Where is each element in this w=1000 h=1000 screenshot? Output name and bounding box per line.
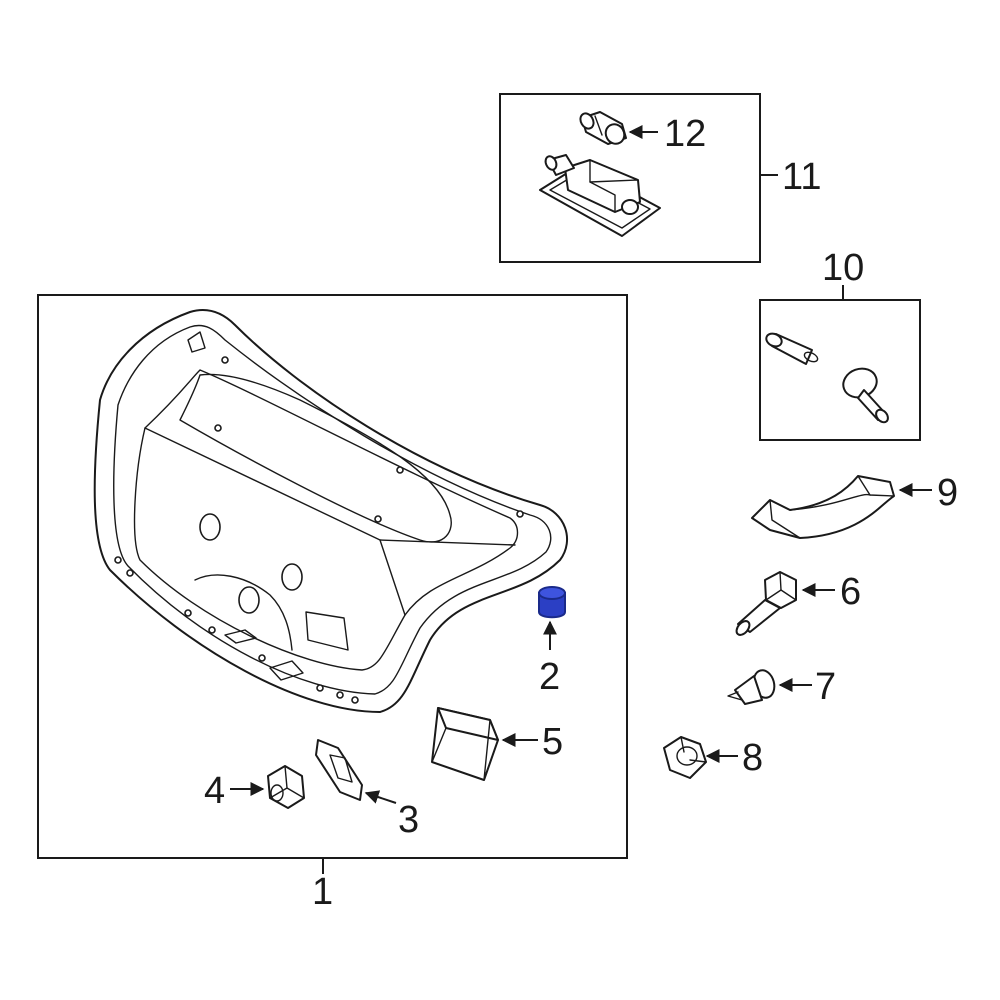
- stopper-icon[interactable]: [431, 707, 499, 781]
- callout-5: 5: [542, 721, 563, 763]
- trunk-lid-hole: [281, 563, 303, 591]
- callout-3: 3: [398, 799, 419, 841]
- pin-icon[interactable]: [764, 331, 819, 365]
- clip-icon[interactable]: [727, 668, 777, 705]
- license-lamp-icon[interactable]: [539, 154, 661, 237]
- callout-8: 8: [742, 737, 763, 779]
- bolt-icon[interactable]: [734, 571, 797, 637]
- bumper-icon[interactable]: [538, 586, 566, 619]
- callout-1: 1: [312, 871, 333, 913]
- trunk-lid-hole: [199, 513, 221, 541]
- callout-7: 7: [815, 666, 836, 708]
- callout-4: 4: [204, 770, 225, 812]
- part-1-box: [37, 294, 628, 859]
- trunk-lid-hole: [238, 586, 260, 614]
- hex-nut-icon[interactable]: [663, 736, 707, 779]
- nut-icon[interactable]: [267, 765, 305, 809]
- part-11-group[interactable]: 11 12: [499, 93, 821, 263]
- bulb-icon[interactable]: [578, 111, 628, 147]
- callout-2: 2: [539, 656, 560, 698]
- callout-6: 6: [840, 571, 861, 613]
- part-10-group[interactable]: 10: [759, 247, 921, 441]
- part-10-box: [759, 299, 921, 441]
- callout-9: 9: [937, 472, 958, 514]
- gasket-icon[interactable]: [315, 739, 363, 801]
- part-3-leader: [364, 790, 397, 804]
- trunk-lid-icon[interactable]: [93, 309, 569, 713]
- bracket-icon[interactable]: [751, 475, 895, 539]
- callout-12: 12: [664, 113, 706, 155]
- callout-11: 11: [782, 156, 821, 198]
- push-clip-icon[interactable]: [839, 364, 890, 425]
- part-1-group[interactable]: 1: [37, 294, 628, 913]
- callout-10: 10: [822, 247, 864, 289]
- part-11-box: [499, 93, 761, 263]
